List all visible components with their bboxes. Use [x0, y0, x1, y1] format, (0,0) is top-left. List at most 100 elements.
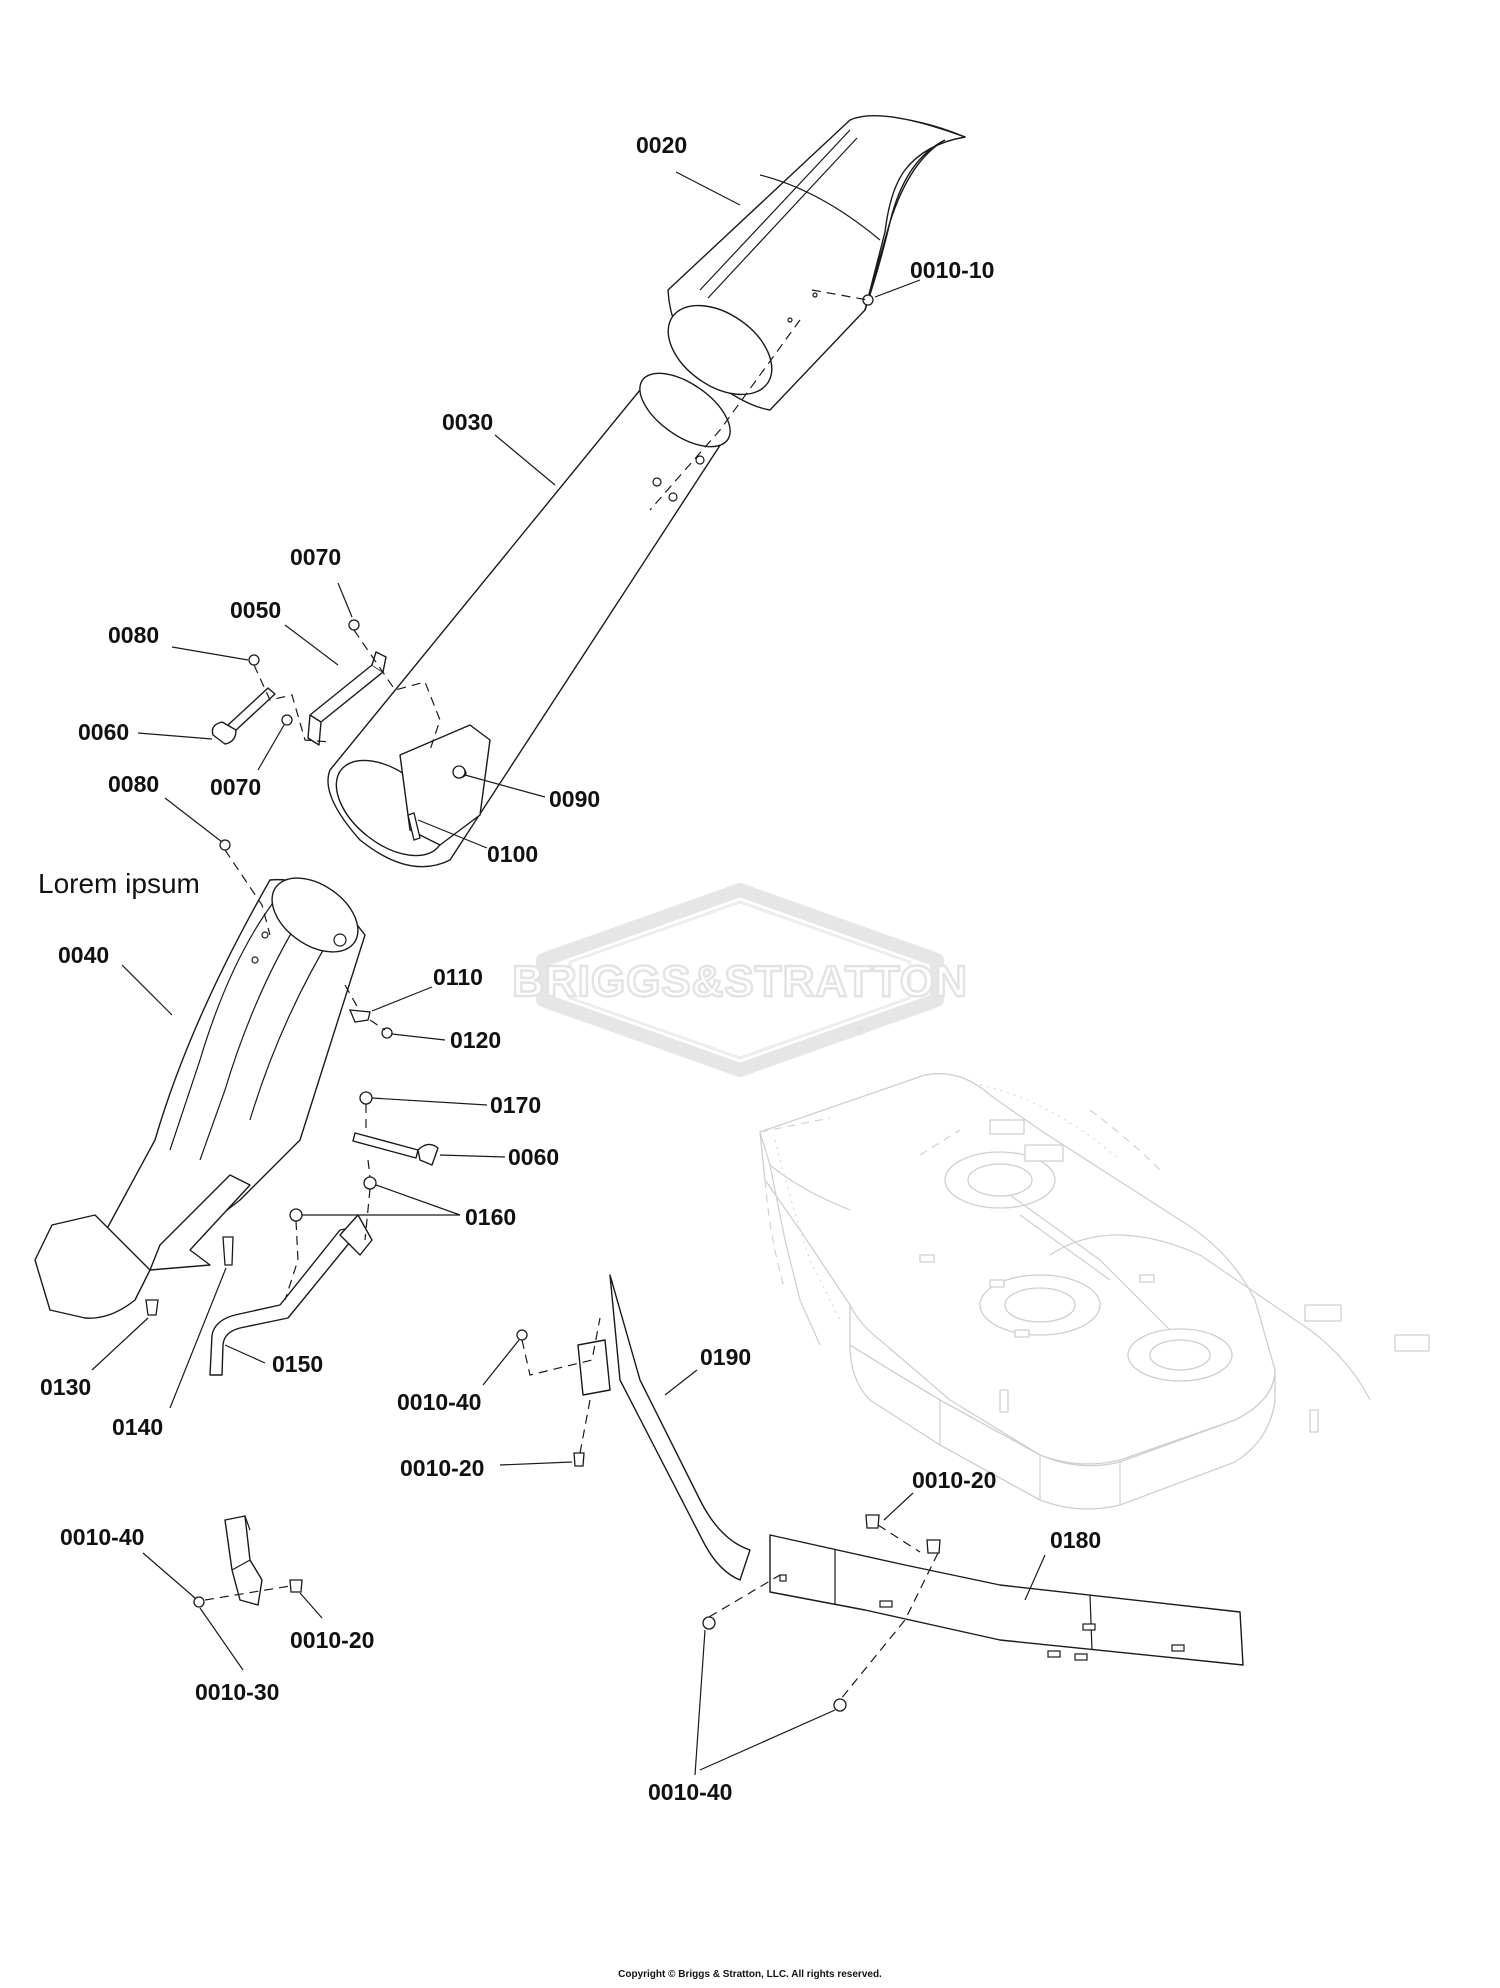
bolt-0010-20-right-b	[926, 1539, 941, 1554]
callout-0080-lower: 0080	[108, 771, 159, 797]
callout-0010-40-lower: 0010-40	[648, 1779, 732, 1805]
handle-lower-grip	[417, 1143, 439, 1166]
hood-bottom-opening	[667, 304, 773, 396]
part-0060-handle-lower	[352, 1132, 439, 1166]
bolt-0140	[222, 1236, 234, 1266]
leader-0020	[675, 171, 741, 206]
deflector-mount-arm	[149, 1174, 251, 1271]
plate-0190-bracket	[577, 1339, 611, 1396]
dash-0170-0160	[364, 1104, 371, 1241]
dash-0180-left	[708, 1574, 781, 1618]
plate-0190-body	[609, 1274, 751, 1581]
bolt-0010-10	[862, 294, 874, 306]
callout-0070-lower: 0070	[210, 774, 261, 800]
leader-0070a	[337, 582, 353, 618]
callout-0020: 0020	[636, 132, 687, 158]
dash-0190-upper	[521, 1317, 601, 1376]
leader-0010-40c	[142, 1552, 196, 1599]
callout-0010-40-upper: 0010-40	[397, 1389, 481, 1415]
tube-bracket-plate	[399, 724, 491, 846]
part-0030-tube	[327, 372, 731, 868]
deck-belt-guide	[1009, 1194, 1171, 1331]
copyright-notice: Copyright © Briggs & Stratton, LLC. All …	[618, 1969, 882, 1980]
leader-0060a	[137, 732, 213, 740]
nut-0070-lower	[281, 714, 293, 726]
part-0150-rod	[209, 1214, 373, 1376]
tube-hole-1	[652, 477, 662, 487]
leader-0130	[91, 1317, 149, 1371]
callout-0130: 0130	[40, 1374, 91, 1400]
watermark-text: BRIGGS&STRATTON	[512, 957, 968, 1006]
watermark-hexagon-outer	[536, 883, 944, 1077]
dash-0190-lower	[579, 1399, 591, 1454]
deck-slot-4	[1014, 1329, 1030, 1338]
nut-0090	[452, 765, 466, 779]
callout-0010-10: 0010-10	[910, 257, 994, 283]
leader-0010-20a	[499, 1461, 573, 1466]
callout-0140: 0140	[112, 1414, 163, 1440]
handle-upper-grip	[211, 721, 237, 745]
tube-hole-2	[695, 455, 705, 465]
bolt-0100	[407, 812, 421, 841]
leader-0180	[1024, 1554, 1046, 1601]
leader-0150	[224, 1344, 266, 1364]
hardware	[145, 294, 941, 1712]
deck-pad-2	[989, 1119, 1025, 1135]
callout-0010-30: 0010-30	[195, 1679, 279, 1705]
callout-0100: 0100	[487, 841, 538, 867]
brand-watermark: BRIGGS&STRATTON ®	[511, 883, 968, 1077]
leader-0010-40b	[694, 1629, 836, 1776]
dash-0070-upper	[353, 629, 441, 751]
deflector-hole-2	[251, 956, 259, 964]
bolt-0130	[145, 1299, 159, 1316]
leader-0010-10	[874, 279, 921, 298]
hood-crease	[699, 129, 881, 299]
callout-0170: 0170	[490, 1092, 541, 1118]
callout-0190: 0190	[700, 1344, 751, 1370]
nut-0160-lower	[289, 1208, 303, 1222]
dash-0160-rod	[284, 1220, 299, 1301]
leader-lines	[91, 171, 1046, 1776]
nut-0010-40-upper	[516, 1329, 528, 1341]
callout-0070-upper: 0070	[290, 544, 341, 570]
callout-0030: 0030	[442, 409, 493, 435]
deflector-nose	[34, 1214, 151, 1319]
leader-0070b	[257, 724, 285, 771]
callout-0160: 0160	[465, 1204, 516, 1230]
bolt-0010-20-upper	[573, 1452, 585, 1467]
baffle-slot-2	[1082, 1623, 1096, 1631]
deck-skirt-fold	[849, 1344, 1121, 1505]
dash-hood-tube	[649, 319, 801, 511]
bolt-0010-20-right-a	[865, 1514, 880, 1529]
callout-0010-40-bracket: 0010-40	[60, 1524, 144, 1550]
caption-text: Lorem ipsum	[38, 868, 200, 899]
deck-spindle-left-inner	[967, 1163, 1033, 1197]
callout-0010-20-upper: 0010-20	[400, 1455, 484, 1481]
deck-slot-6	[999, 1389, 1009, 1413]
nut-0160-upper	[363, 1176, 377, 1190]
callout-0040: 0040	[58, 942, 109, 968]
leader-0160	[302, 1184, 461, 1216]
leader-0040	[121, 964, 173, 1016]
deck-pad-3	[1304, 1304, 1342, 1322]
callout-0110: 0110	[433, 964, 483, 990]
nut-0010-40-right-b	[833, 1698, 847, 1712]
baffle-slot-1	[879, 1600, 893, 1608]
nut-0170	[359, 1091, 373, 1105]
mower-deck-ghost	[759, 1072, 1430, 1510]
part-0020-hood	[667, 114, 966, 411]
deck-slot-5	[1309, 1409, 1319, 1433]
watermark-hexagon-inner	[568, 900, 912, 1060]
deck-spindle-right-inner	[1149, 1339, 1211, 1371]
callout-0060-lower: 0060	[508, 1144, 559, 1170]
deck-slot-2	[989, 1279, 1005, 1288]
leader-0170	[371, 1097, 488, 1106]
part-0190-plate	[577, 1274, 751, 1581]
dash-0080-upper	[253, 664, 331, 743]
deck-left-edge	[759, 1131, 851, 1346]
leader-0010-40a	[482, 1339, 520, 1386]
baffle-slot-5	[1171, 1644, 1185, 1652]
callout-labels: 0020 0010-10 0030 0070 0050 0080 0060 00…	[38, 132, 1101, 1980]
deflector-hole-3	[333, 933, 347, 947]
